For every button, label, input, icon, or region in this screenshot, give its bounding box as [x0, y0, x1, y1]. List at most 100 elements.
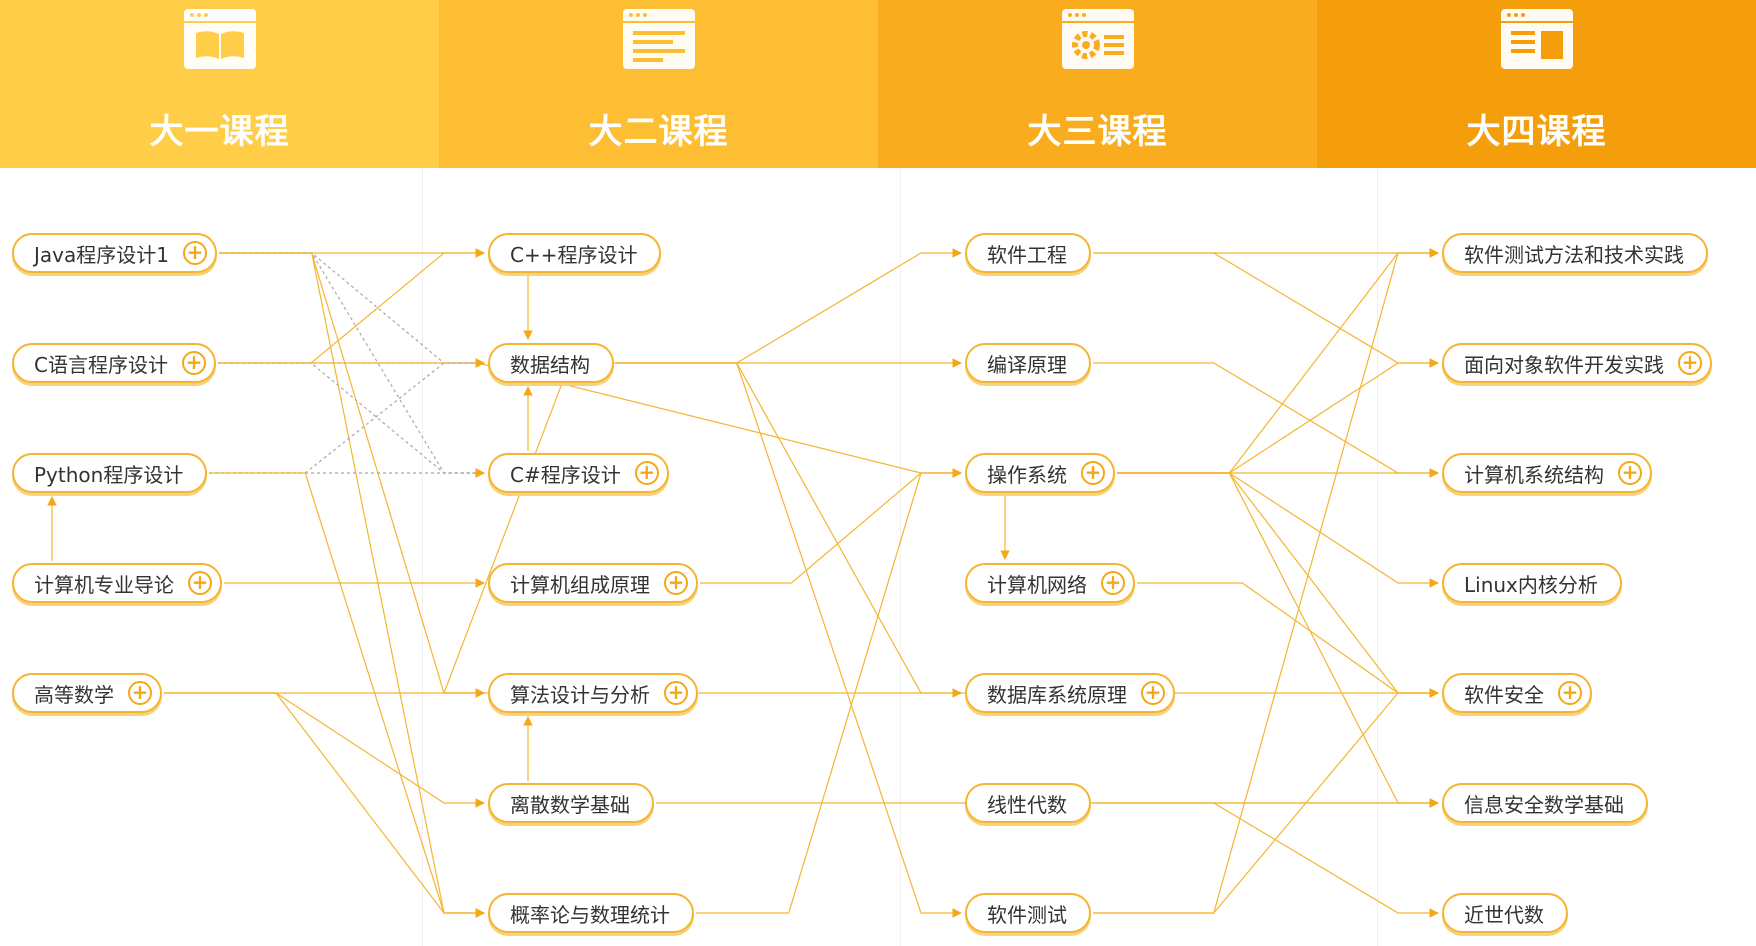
dependency-edge-se-oop [1093, 252, 1439, 368]
course-label: 线性代数 [987, 792, 1067, 817]
course-label: 面向对象软件开发实践 [1464, 352, 1664, 377]
expand-plus-icon[interactable]: + [1678, 351, 1702, 375]
course-node-compiler[interactable]: 编译原理 [965, 343, 1091, 383]
course-node-clang[interactable]: C语言程序设计 + [12, 343, 216, 383]
course-node-java1[interactable]: Java程序设计1 + [12, 233, 217, 273]
expand-plus-icon[interactable]: + [128, 681, 152, 705]
course-node-prob[interactable]: 概率论与数理统计 [488, 893, 694, 933]
column-divider [422, 168, 423, 946]
expand-plus-icon[interactable]: + [182, 241, 207, 265]
course-label: 软件工程 [987, 242, 1067, 267]
dependency-edge-org-os [700, 468, 962, 584]
dependency-edge-java1-ds [219, 252, 485, 368]
course-label: 数据结构 [510, 352, 590, 377]
dependency-edge-swtest-security [1093, 688, 1439, 914]
book-icon [183, 9, 256, 69]
course-label: Linux内核分析 [1464, 572, 1598, 597]
expand-plus-icon[interactable]: + [1081, 461, 1105, 485]
course-node-modalg[interactable]: 近世代数 [1442, 893, 1568, 933]
course-label: 算法设计与分析 [510, 682, 650, 707]
course-label: 计算机专业导论 [34, 572, 174, 597]
document-icon [622, 9, 695, 69]
dependency-edge-ds-algo [443, 362, 616, 698]
course-label: 操作系统 [987, 462, 1067, 487]
course-node-algo[interactable]: 算法设计与分析 + [488, 673, 698, 713]
course-label: C#程序设计 [510, 462, 621, 487]
course-node-db[interactable]: 数据库系统原理 + [965, 673, 1175, 713]
course-node-oop[interactable]: 面向对象软件开发实践 + [1442, 343, 1712, 383]
course-node-csharp[interactable]: C#程序设计 + [488, 453, 669, 493]
year-header-bar: 大一课程 大二课程 大三课程 [0, 0, 1756, 168]
course-node-org[interactable]: 计算机组成原理 + [488, 563, 698, 603]
course-label: C++程序设计 [510, 242, 638, 267]
course-node-discrete[interactable]: 离散数学基础 [488, 783, 654, 823]
expand-plus-icon[interactable]: + [1141, 681, 1165, 705]
dependency-edge-ds-se [616, 248, 962, 364]
course-node-secmath[interactable]: 信息安全数学基础 [1442, 783, 1648, 823]
year-3-title: 大三课程 [1027, 112, 1168, 152]
course-node-security[interactable]: 软件安全 + [1442, 673, 1592, 713]
course-node-testpractice[interactable]: 软件测试方法和技术实践 [1442, 233, 1708, 273]
course-node-intro[interactable]: 计算机专业导论 + [12, 563, 222, 603]
year-1-title: 大一课程 [149, 112, 290, 152]
course-node-cpp[interactable]: C++程序设计 [488, 233, 662, 273]
course-node-net[interactable]: 计算机网络 + [965, 563, 1135, 603]
expand-plus-icon[interactable]: + [634, 461, 659, 485]
course-node-math[interactable]: 高等数学 + [12, 673, 162, 713]
course-label: 计算机网络 [987, 572, 1087, 597]
expand-plus-icon[interactable]: + [664, 571, 688, 595]
course-label: 近世代数 [1464, 902, 1544, 927]
dependency-edge-compiler-arch [1093, 362, 1439, 478]
year-2-header[interactable]: 大二课程 [439, 0, 878, 168]
dependency-edge-python-ds [209, 358, 485, 474]
course-label: 软件测试方法和技术实践 [1464, 242, 1684, 267]
year-2-title: 大二课程 [588, 112, 729, 152]
course-label: 信息安全数学基础 [1464, 792, 1624, 817]
course-node-ds[interactable]: 数据结构 [488, 343, 614, 383]
course-node-arch[interactable]: 计算机系统结构 + [1442, 453, 1652, 493]
course-label: C语言程序设计 [34, 352, 168, 377]
course-label: Java程序设计1 [34, 242, 169, 267]
course-node-se[interactable]: 软件工程 [965, 233, 1091, 273]
course-label: 编译原理 [987, 352, 1067, 377]
dependency-edge-clang-csharp [218, 362, 485, 478]
dependency-edge-clang-cpp [218, 248, 485, 364]
dependency-edge-prob-os [696, 468, 962, 914]
dependency-edge-linalg-modalg [1093, 802, 1439, 918]
course-node-linalg[interactable]: 线性代数 [965, 783, 1091, 823]
course-label: 计算机组成原理 [510, 572, 650, 597]
course-label: 离散数学基础 [510, 792, 630, 817]
course-node-swtest[interactable]: 软件测试 [965, 893, 1091, 933]
year-1-header[interactable]: 大一课程 [0, 0, 439, 168]
dependency-edge-math-prob [164, 692, 485, 918]
dependency-edge-os-oop [1117, 358, 1439, 474]
dependency-edge-ds-swtest [616, 362, 962, 918]
expand-plus-icon[interactable]: + [188, 571, 212, 595]
expand-plus-icon[interactable]: + [664, 681, 688, 705]
expand-plus-icon[interactable]: + [181, 351, 206, 375]
expand-plus-icon[interactable]: + [1101, 571, 1125, 595]
course-label: 计算机系统结构 [1464, 462, 1604, 487]
course-label: 高等数学 [34, 682, 114, 707]
expand-plus-icon[interactable]: + [1618, 461, 1642, 485]
dependency-edge-net-security [1137, 582, 1439, 698]
year-3-header[interactable]: 大三课程 [878, 0, 1317, 168]
year-4-header[interactable]: 大四课程 [1317, 0, 1756, 168]
course-node-python[interactable]: Python程序设计 [12, 453, 208, 493]
expand-plus-icon[interactable]: + [1558, 681, 1582, 705]
year-4-title: 大四课程 [1466, 112, 1607, 152]
course-node-os[interactable]: 操作系统 + [965, 453, 1115, 493]
column-divider [1377, 168, 1378, 946]
course-node-linux[interactable]: Linux内核分析 [1442, 563, 1622, 603]
dependency-edge-os-secmath [1117, 472, 1439, 808]
course-label: 软件测试 [987, 902, 1067, 927]
layout-window-icon [1500, 9, 1573, 69]
dependency-edge-math-discrete [164, 692, 485, 808]
course-label: 软件安全 [1464, 682, 1544, 707]
course-label: 数据库系统原理 [987, 682, 1127, 707]
column-divider [900, 168, 901, 946]
course-label: 概率论与数理统计 [510, 902, 670, 927]
dependency-edge-ds-db [616, 362, 962, 698]
course-label: Python程序设计 [34, 462, 184, 487]
gear-window-icon [1061, 9, 1134, 69]
